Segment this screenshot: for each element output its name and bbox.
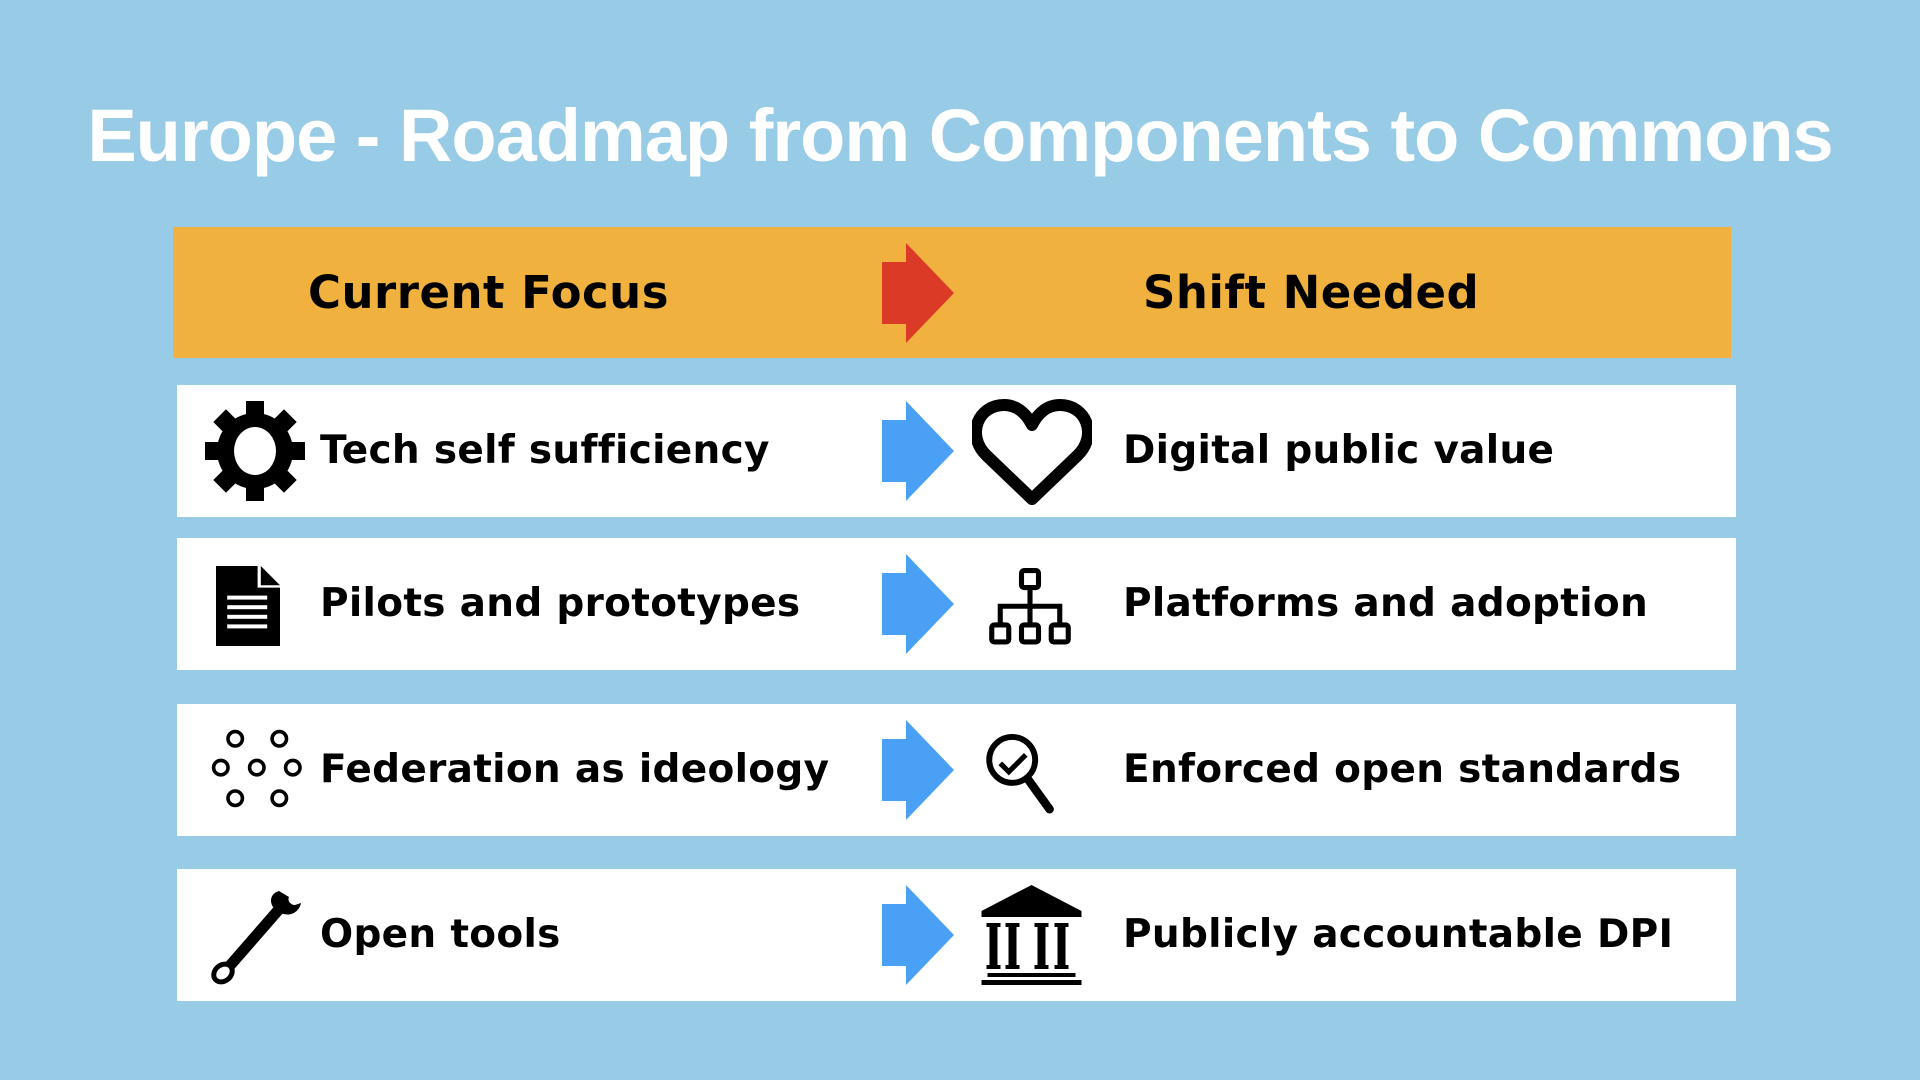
document-icon	[216, 566, 280, 646]
roadmap-row: Open tools Publicly accountable DPI	[177, 869, 1736, 1001]
arrow-right-icon	[882, 401, 954, 501]
arrow-right-icon	[882, 885, 954, 985]
shift-needed-text: Platforms and adoption	[1123, 581, 1649, 626]
shift-needed-text: Enforced open standards	[1123, 747, 1682, 792]
current-focus-text: Open tools	[320, 912, 561, 957]
roadmap-row: Pilots and prototypes Platforms and adop…	[177, 538, 1736, 670]
wrench-icon	[211, 891, 301, 985]
column-header-band: Current Focus Shift Needed	[173, 227, 1731, 358]
shift-needed-text: Digital public value	[1123, 428, 1555, 473]
gear-icon	[205, 401, 305, 501]
heart-icon	[972, 399, 1092, 505]
shift-needed-text: Publicly accountable DPI	[1123, 912, 1674, 957]
scattered-circles-icon	[211, 729, 302, 808]
roadmap-row: Tech self sufficiency Digital public val…	[177, 385, 1736, 517]
arrow-right-icon	[882, 243, 954, 343]
current-focus-text: Federation as ideology	[320, 747, 830, 792]
slide-title: Europe - Roadmap from Components to Comm…	[87, 94, 1833, 177]
current-focus-text: Pilots and prototypes	[320, 581, 801, 626]
current-focus-text: Tech self sufficiency	[320, 428, 770, 473]
hierarchy-network-icon	[989, 568, 1071, 645]
shift-needed-heading: Shift Needed	[1143, 266, 1480, 319]
arrow-right-icon	[882, 554, 954, 654]
arrow-right-icon	[882, 720, 954, 820]
institution-building-icon	[981, 885, 1082, 985]
magnifier-check-icon	[986, 733, 1054, 814]
roadmap-row: Federation as ideology Enforced open sta…	[177, 704, 1736, 836]
current-focus-heading: Current Focus	[308, 266, 670, 319]
